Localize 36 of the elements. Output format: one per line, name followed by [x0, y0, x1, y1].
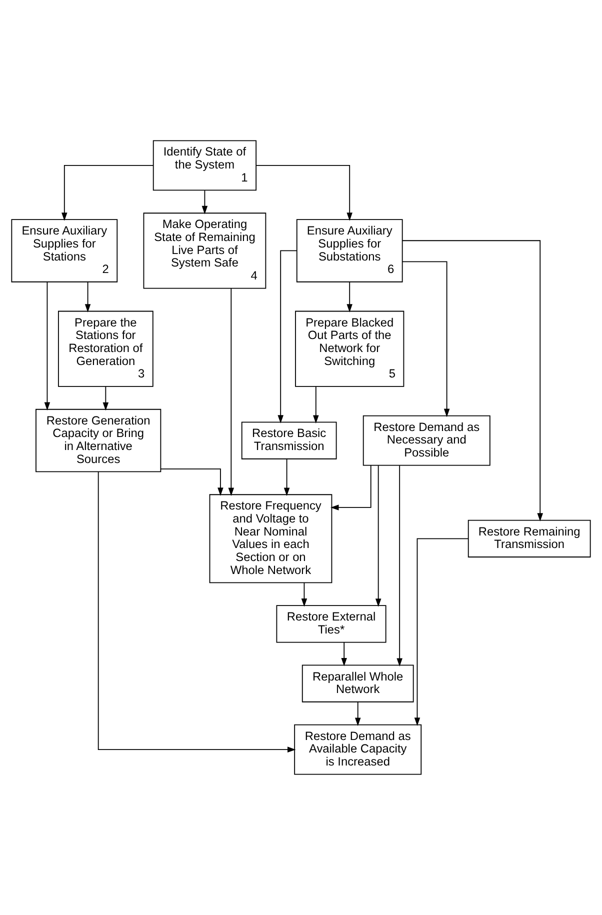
- arrow: [98, 471, 296, 752]
- arrow: [330, 465, 372, 510]
- arrow: [102, 386, 109, 411]
- arrow: [341, 642, 347, 666]
- arrow: [402, 261, 450, 418]
- node-box: Restore Demand as Necessary and Possible: [362, 415, 490, 466]
- arrow: [396, 465, 402, 666]
- arrow: [284, 458, 290, 496]
- arrow: [84, 282, 91, 312]
- arrow: [301, 582, 308, 607]
- node-box: Restore Demand as Available Capacity is Increased: [294, 724, 422, 775]
- arrow: [402, 240, 543, 522]
- node-box: Prepare the Stations for Restoration of Generation 3: [58, 310, 154, 387]
- arrow: [375, 465, 382, 607]
- node-box: Restore External Ties*: [276, 605, 386, 643]
- node-box: Prepare Blacked Out Parts of the Network for Switching 5: [295, 310, 404, 387]
- arrow: [44, 282, 50, 411]
- node-box: Ensure Auxiliary Supplies for Stations 2: [11, 219, 118, 282]
- arrow: [62, 164, 154, 221]
- node-box: Ensure Auxiliary Supplies for Substations 6: [296, 219, 403, 282]
- node-box: Restore Generation Capacity or Bring in Alternative Sources: [36, 408, 162, 472]
- arrow: [160, 468, 224, 496]
- node-box: Restore Basic Transmission: [241, 422, 337, 460]
- arrow: [313, 386, 319, 424]
- node-box: Make Operating State of Remaining Live Parts of System Safe 4: [143, 212, 266, 289]
- arrow: [278, 250, 298, 424]
- node-box: Reparallel Whole Network: [302, 664, 414, 702]
- arrow: [202, 190, 208, 214]
- node-box: Restore Remaining Transmission: [468, 520, 591, 558]
- arrow: [228, 288, 234, 496]
- arrow: [346, 282, 352, 312]
- arrow: [414, 538, 468, 726]
- node-box: Restore Frequency and Voltage to Near Nominal Values in each Section or on Whole Network: [209, 494, 332, 584]
- arrow: [256, 164, 352, 221]
- node-box: Identify State of the System 1: [152, 140, 257, 191]
- arrow: [354, 701, 361, 726]
